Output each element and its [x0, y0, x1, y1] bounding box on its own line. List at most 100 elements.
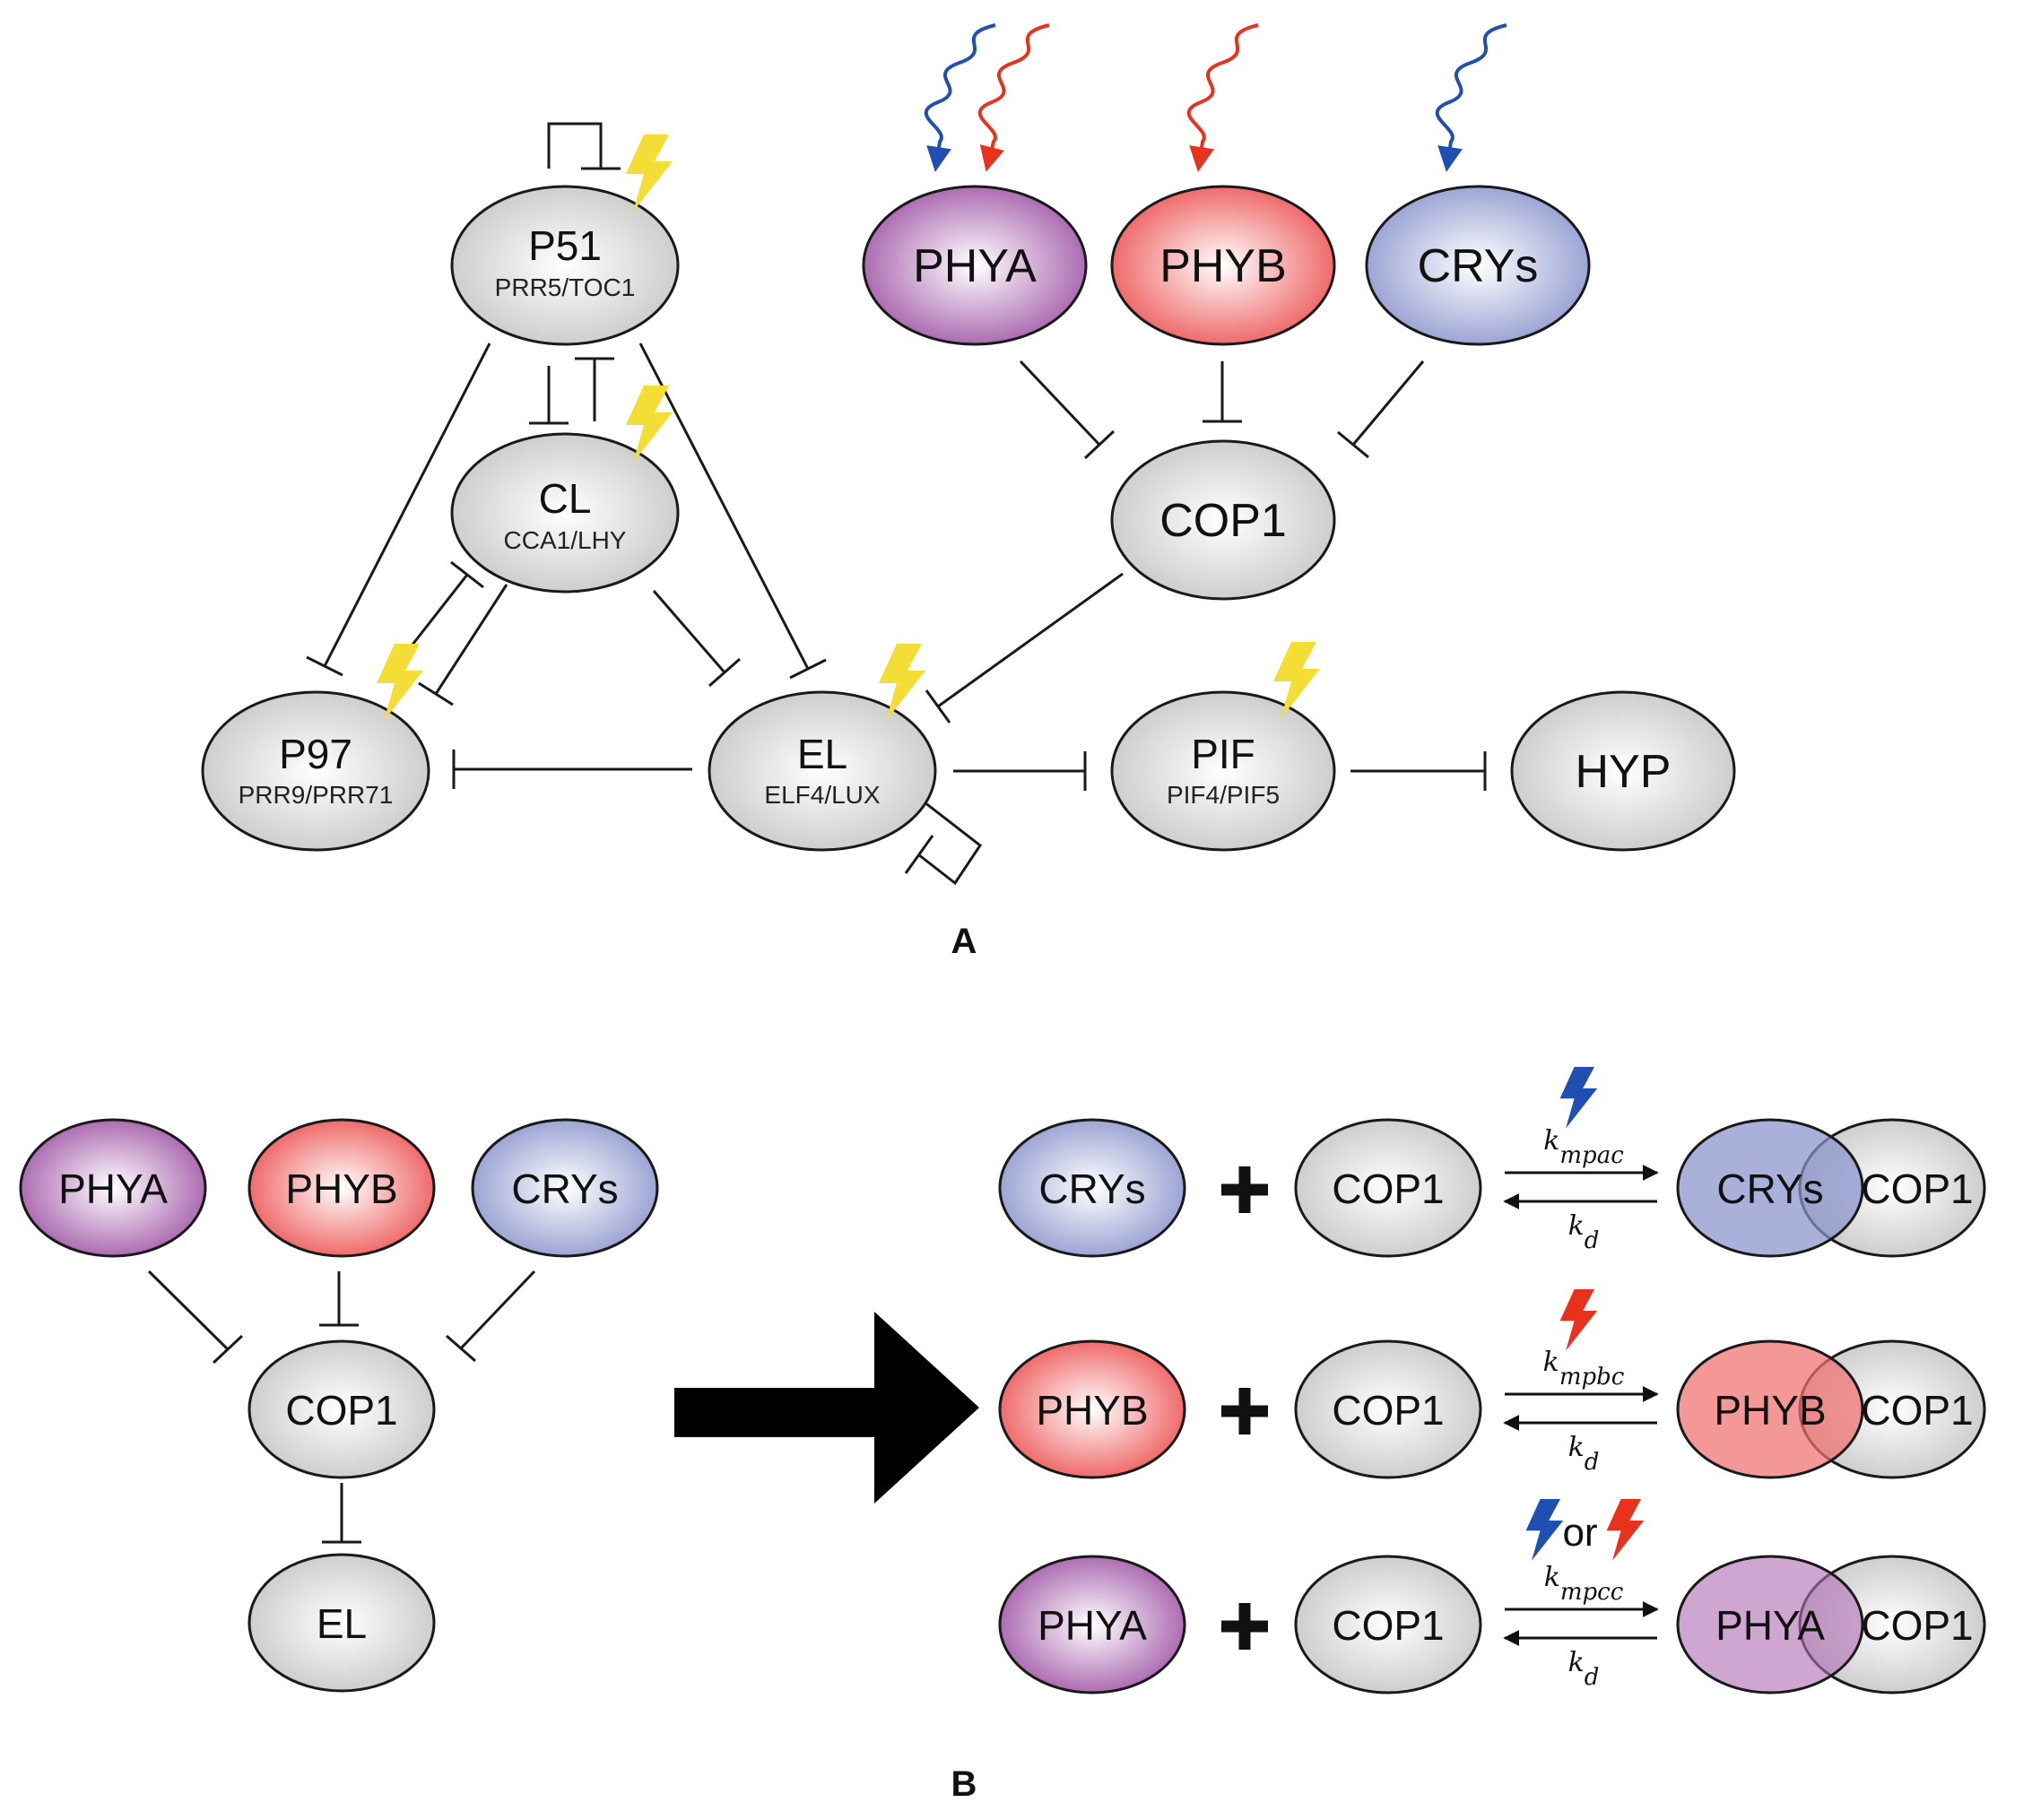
cl-inhibits-el	[652, 590, 741, 688]
reaction2-partner-label: COP1	[1332, 1387, 1444, 1434]
b-node-cop1: COP1	[247, 1339, 436, 1479]
b-phya-inhibits-cop1	[147, 1270, 244, 1365]
reaction3-partner-ellipse	[1294, 1555, 1482, 1694]
lightning-bolt-p51-icon	[626, 134, 673, 212]
reaction1-partner-label: COP1	[1332, 1166, 1444, 1212]
p97-ellipse	[201, 690, 430, 852]
b-crys-ellipse	[471, 1118, 659, 1258]
p51-inhibits-p97	[306, 342, 491, 677]
reaction3-reactant-ellipse	[998, 1555, 1186, 1694]
reaction2-forward-sub: mpbc	[1559, 1364, 1625, 1391]
reaction3-complex-left-label: PHYA	[1715, 1602, 1825, 1649]
phya-inhibits-cop1	[1019, 360, 1116, 460]
reaction1-complex-left-label: CRYs	[1716, 1166, 1823, 1212]
el-ellipse	[708, 690, 937, 852]
pif-inhibits-hyp	[1350, 751, 1487, 791]
b-cop1-inhibits-el	[322, 1483, 361, 1544]
reaction1-blue-light-icon	[1559, 1067, 1598, 1129]
reaction1-reverse-k: k	[1568, 1210, 1585, 1242]
phyb-label: PHYB	[1159, 240, 1287, 292]
reaction1-complex-right-label: COP1	[1861, 1166, 1973, 1212]
reaction3-plus-icon	[1221, 1603, 1268, 1650]
reaction3-blue-light-icon	[1525, 1499, 1564, 1561]
reaction3-reverse-rate: kd	[1568, 1647, 1600, 1691]
reaction1-complex: CRYs COP1	[1676, 1118, 1986, 1258]
b-phyb-inhibits-cop1	[319, 1271, 359, 1327]
reaction1-partner-ellipse	[1294, 1118, 1482, 1258]
reaction3-complex-right-label: COP1	[1861, 1602, 1973, 1649]
reaction2-partner-ellipse	[1294, 1339, 1482, 1479]
crys-ellipse	[1365, 185, 1591, 346]
hyp-label: HYP	[1576, 746, 1672, 798]
node-phyb: PHYB	[1110, 185, 1336, 346]
b-cop1-label: COP1	[285, 1387, 397, 1434]
p51-inhibits-el	[638, 342, 827, 680]
node-pif: PIF PIF4/PIF5	[1110, 690, 1336, 852]
node-cop1: COP1	[1110, 439, 1336, 601]
red-light-arrow-phya	[977, 23, 1050, 172]
cl-sublabel: CCA1/LHY	[504, 526, 627, 554]
reaction3-complex: PHYA COP1	[1676, 1555, 1986, 1694]
phya-ellipse	[862, 185, 1088, 346]
el-label: EL	[797, 731, 847, 777]
node-el: EL ELF4/LUX	[708, 690, 937, 852]
p51-sublabel: PRR5/TOC1	[495, 273, 636, 301]
el-sublabel: ELF4/LUX	[764, 781, 880, 809]
reaction2-plus-icon	[1221, 1388, 1268, 1434]
p51-self-inhibition	[547, 122, 621, 170]
reaction3-partner-label: COP1	[1332, 1602, 1444, 1649]
b-node-phya: PHYA	[19, 1118, 207, 1258]
pif-label: PIF	[1191, 731, 1255, 777]
el-self-inhibition	[904, 794, 983, 886]
p51-ellipse	[450, 185, 680, 346]
panel-a-label: A	[951, 922, 977, 961]
node-cl: CL CCA1/LHY	[450, 432, 680, 594]
reaction2-reactant-ellipse	[998, 1339, 1186, 1479]
cl-inhibits-p97	[418, 584, 508, 706]
panel-a-edges	[306, 122, 1487, 886]
reaction3-forward-rate: kmpcc	[1544, 1562, 1624, 1606]
phyb-ellipse	[1110, 185, 1336, 346]
crys-inhibits-cop1	[1337, 360, 1425, 459]
reaction1-reverse-rate: kd	[1568, 1210, 1600, 1254]
reaction2-complex-left-label: PHYB	[1714, 1387, 1826, 1434]
phya-label: PHYA	[913, 240, 1037, 292]
b-phyb-ellipse	[247, 1118, 436, 1258]
reaction2-complex: PHYB COP1	[1676, 1339, 1986, 1479]
b-node-phyb: PHYB	[247, 1118, 436, 1258]
cl-label: CL	[539, 475, 592, 522]
reaction1-forward-k: k	[1543, 1125, 1559, 1157]
p97-sublabel: PRR9/PRR71	[239, 781, 394, 809]
reaction3-forward-sub: mpcc	[1560, 1579, 1624, 1606]
reaction3-reactant-label: PHYA	[1038, 1602, 1147, 1649]
phyb-inhibits-cop1	[1203, 361, 1242, 423]
node-hyp: HYP	[1510, 690, 1736, 852]
reaction1-forward-rate: kmpac	[1543, 1125, 1624, 1169]
b-el-label: EL	[317, 1600, 367, 1647]
el-inhibits-pif	[953, 751, 1087, 791]
reaction2-reverse-rate: kd	[1568, 1432, 1600, 1476]
hyp-ellipse	[1510, 690, 1736, 852]
node-p51: P51 PRR5/TOC1	[450, 185, 680, 346]
reaction1-reverse-sub: d	[1585, 1227, 1600, 1254]
el-inhibits-p97	[452, 750, 692, 789]
b-node-crys: CRYs	[471, 1118, 659, 1258]
reaction2-reverse-k: k	[1568, 1432, 1585, 1463]
b-crys-label: CRYs	[511, 1166, 618, 1212]
reaction2-reverse-sub: d	[1585, 1449, 1600, 1476]
reaction3-or-text: or	[1562, 1511, 1597, 1555]
cop1-label: COP1	[1159, 495, 1287, 547]
b-phya-label: PHYA	[58, 1166, 168, 1212]
reaction2-forward-k: k	[1543, 1347, 1559, 1378]
reaction3-reverse-k: k	[1568, 1647, 1585, 1678]
reaction3-complex-left-ellipse	[1676, 1555, 1864, 1694]
cl-ellipse	[450, 432, 680, 594]
transition-arrow-icon	[674, 1312, 979, 1504]
cop1-inhibits-el	[925, 572, 1124, 724]
cl-inhibits-p51	[575, 357, 614, 421]
node-phya: PHYA	[862, 185, 1088, 346]
reaction2-complex-right-label: COP1	[1861, 1387, 1973, 1434]
b-cop1-ellipse	[247, 1339, 436, 1479]
blue-light-arrow-phya	[924, 23, 996, 172]
